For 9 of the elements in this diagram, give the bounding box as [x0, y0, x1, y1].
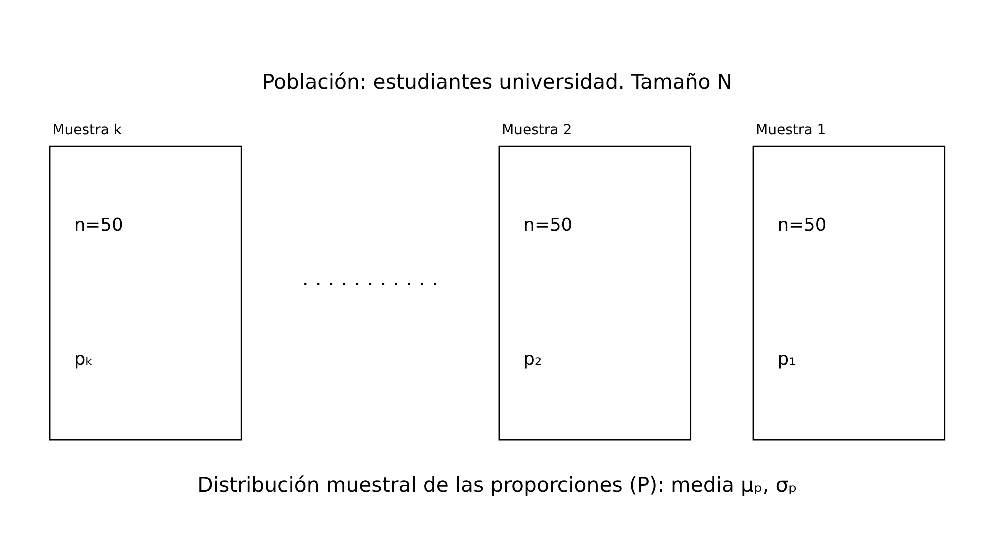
- node-label: Muestra 2: [501, 122, 572, 138]
- diagram-title: Población: estudiantes universidad. Tamaño N: [262, 69, 732, 94]
- node-box: n=50 pₖ: [48, 145, 242, 440]
- label: . . . . . . . . . . .: [302, 266, 438, 290]
- caption: Distribución muestral de las proporciones (P): media μₚ, σₚ: [197, 472, 797, 497]
- node-box: n=50 p₁: [752, 145, 946, 440]
- node-label: Muestra k: [52, 122, 122, 138]
- node-label: Muestra 1: [756, 122, 826, 138]
- node-box: n=50 p₂: [498, 145, 692, 440]
